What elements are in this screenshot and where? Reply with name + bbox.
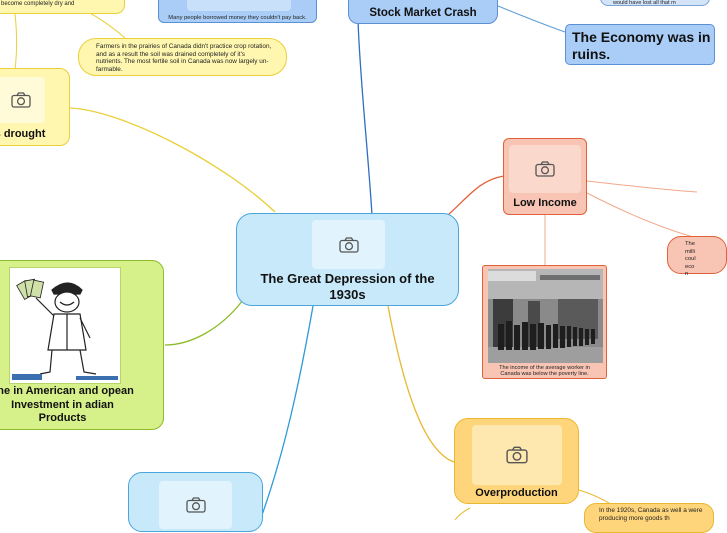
- drought-label: s drought: [0, 128, 46, 140]
- central-topic-node[interactable]: The Great Depression of the 1930s: [236, 213, 459, 306]
- link-central-low: [447, 175, 505, 216]
- money-man-image: [9, 267, 121, 384]
- overproduction-note[interactable]: In the 1920s, Canada as well a were prod…: [584, 503, 714, 533]
- drought-node[interactable]: s drought: [0, 68, 70, 146]
- low-income-node[interactable]: Low Income: [503, 138, 587, 215]
- stock-market-crash-label: Stock Market Crash: [369, 7, 477, 19]
- camera-icon: [185, 497, 206, 513]
- drought-image: [0, 77, 45, 123]
- link-central-stock: [357, 19, 373, 216]
- link-central-over: [387, 305, 455, 463]
- decline-investment-label: line in American and opean Investment in…: [0, 385, 134, 424]
- overproduction-label: Overproduction: [475, 487, 558, 499]
- camera-icon: [338, 236, 359, 253]
- low-income-label: Low Income: [513, 197, 577, 209]
- link-drought-note1: [13, 4, 18, 71]
- connector-lines: [13, 4, 698, 521]
- low-income-photo-card[interactable]: The income of the average worker in Cana…: [482, 265, 607, 379]
- low-income-side-note[interactable]: The milli coul econ: [667, 236, 727, 277]
- decline-investment-node[interactable]: line in American and opean Investment in…: [0, 260, 164, 430]
- bottom-topic-node[interactable]: [128, 472, 263, 532]
- breadline-photo: [488, 269, 603, 363]
- economy-ruins-label: The Economy was in ruins.: [572, 29, 711, 62]
- camera-icon: [506, 446, 528, 464]
- link-low-right1: [586, 180, 698, 193]
- bottom-topic-image: [159, 481, 232, 529]
- link-stock-economy: [497, 5, 566, 33]
- low-income-photo-caption: The income of the average worker in Cana…: [499, 365, 590, 378]
- drought-note[interactable]: Farmers in the prairies of Canada didn't…: [78, 38, 287, 76]
- central-title: The Great Depression of the 1930s: [260, 271, 435, 302]
- link-central-bottom: [261, 305, 314, 516]
- stock-note-image: [187, 0, 291, 11]
- cartoon-man-illustration: [12, 278, 118, 380]
- link-central-decline: [164, 299, 244, 346]
- link-over-down: [454, 507, 471, 521]
- low-income-image: [509, 145, 581, 193]
- economy-ruins-node[interactable]: The Economy was in ruins.: [565, 24, 715, 65]
- camera-icon: [535, 161, 555, 177]
- stock-note-top-right: would have lost all that m: [600, 0, 710, 6]
- link-central-drought: [69, 107, 276, 213]
- link-low-right2: [586, 192, 698, 239]
- drought-note-top[interactable]: become completely dry and: [0, 0, 125, 14]
- stock-note-text: Many people borrowed money they couldn't…: [168, 15, 307, 21]
- central-image: [312, 220, 385, 269]
- stock-market-crash-node[interactable]: Stock Market Crash: [348, 0, 498, 24]
- overproduction-image: [472, 425, 562, 485]
- overproduction-node[interactable]: Overproduction: [454, 418, 579, 504]
- stock-note-box[interactable]: Many people borrowed money they couldn't…: [158, 0, 317, 23]
- camera-icon: [11, 92, 31, 108]
